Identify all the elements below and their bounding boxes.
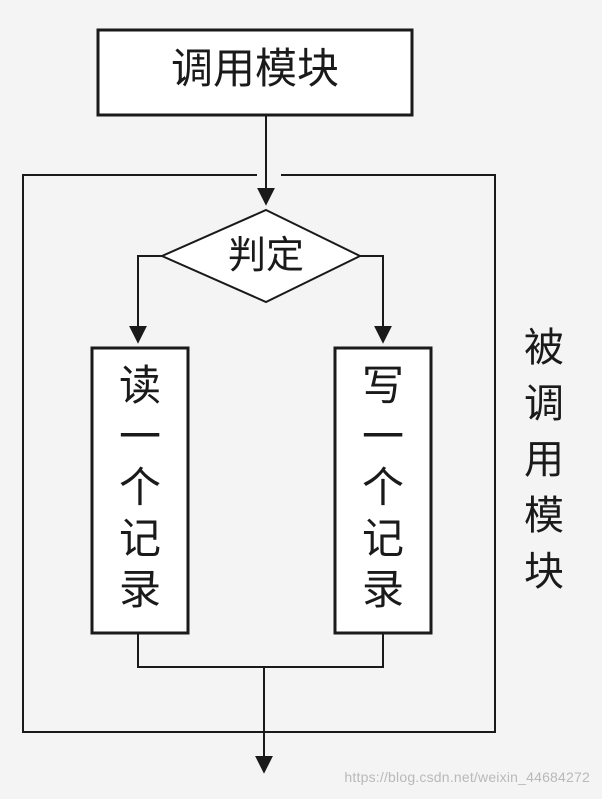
called-module-char: 被: [524, 325, 564, 371]
watermark-text: https://blog.csdn.net/weixin_44684272: [344, 769, 590, 785]
read-record-char: 记: [118, 514, 161, 563]
called-module-label: 被 调 用 模 块: [512, 328, 576, 608]
arrow-decision-to-read: [129, 255, 162, 344]
called-module-boundary: [22, 174, 496, 733]
called-module-char: 调: [524, 381, 564, 427]
read-record-char: 一: [118, 412, 161, 461]
write-record-label: 写 一 个 记 录: [335, 365, 431, 620]
write-record-char: 录: [361, 565, 404, 614]
caller-module-box: [96, 28, 414, 117]
read-record-box: [90, 346, 190, 635]
write-record-char: 记: [361, 514, 404, 563]
write-record-char: 个: [361, 463, 404, 512]
called-module-char: 块: [524, 549, 564, 595]
decision-label: 判定: [227, 233, 304, 277]
read-record-label: 读 一 个 记 录: [92, 365, 188, 620]
decision-diamond: [159, 208, 363, 304]
read-record-char: 录: [118, 565, 161, 614]
write-record-char: 一: [361, 412, 404, 461]
called-module-char: 用: [524, 437, 564, 483]
write-record-char: 写: [361, 361, 404, 410]
caller-module-label: 调用模块: [170, 44, 339, 93]
merge-connector: [137, 633, 384, 668]
write-record-box: [333, 346, 433, 635]
arrow-decision-to-write: [360, 255, 392, 344]
called-module-char: 模: [524, 493, 564, 539]
read-record-char: 个: [118, 463, 161, 512]
read-record-char: 读: [118, 361, 161, 410]
